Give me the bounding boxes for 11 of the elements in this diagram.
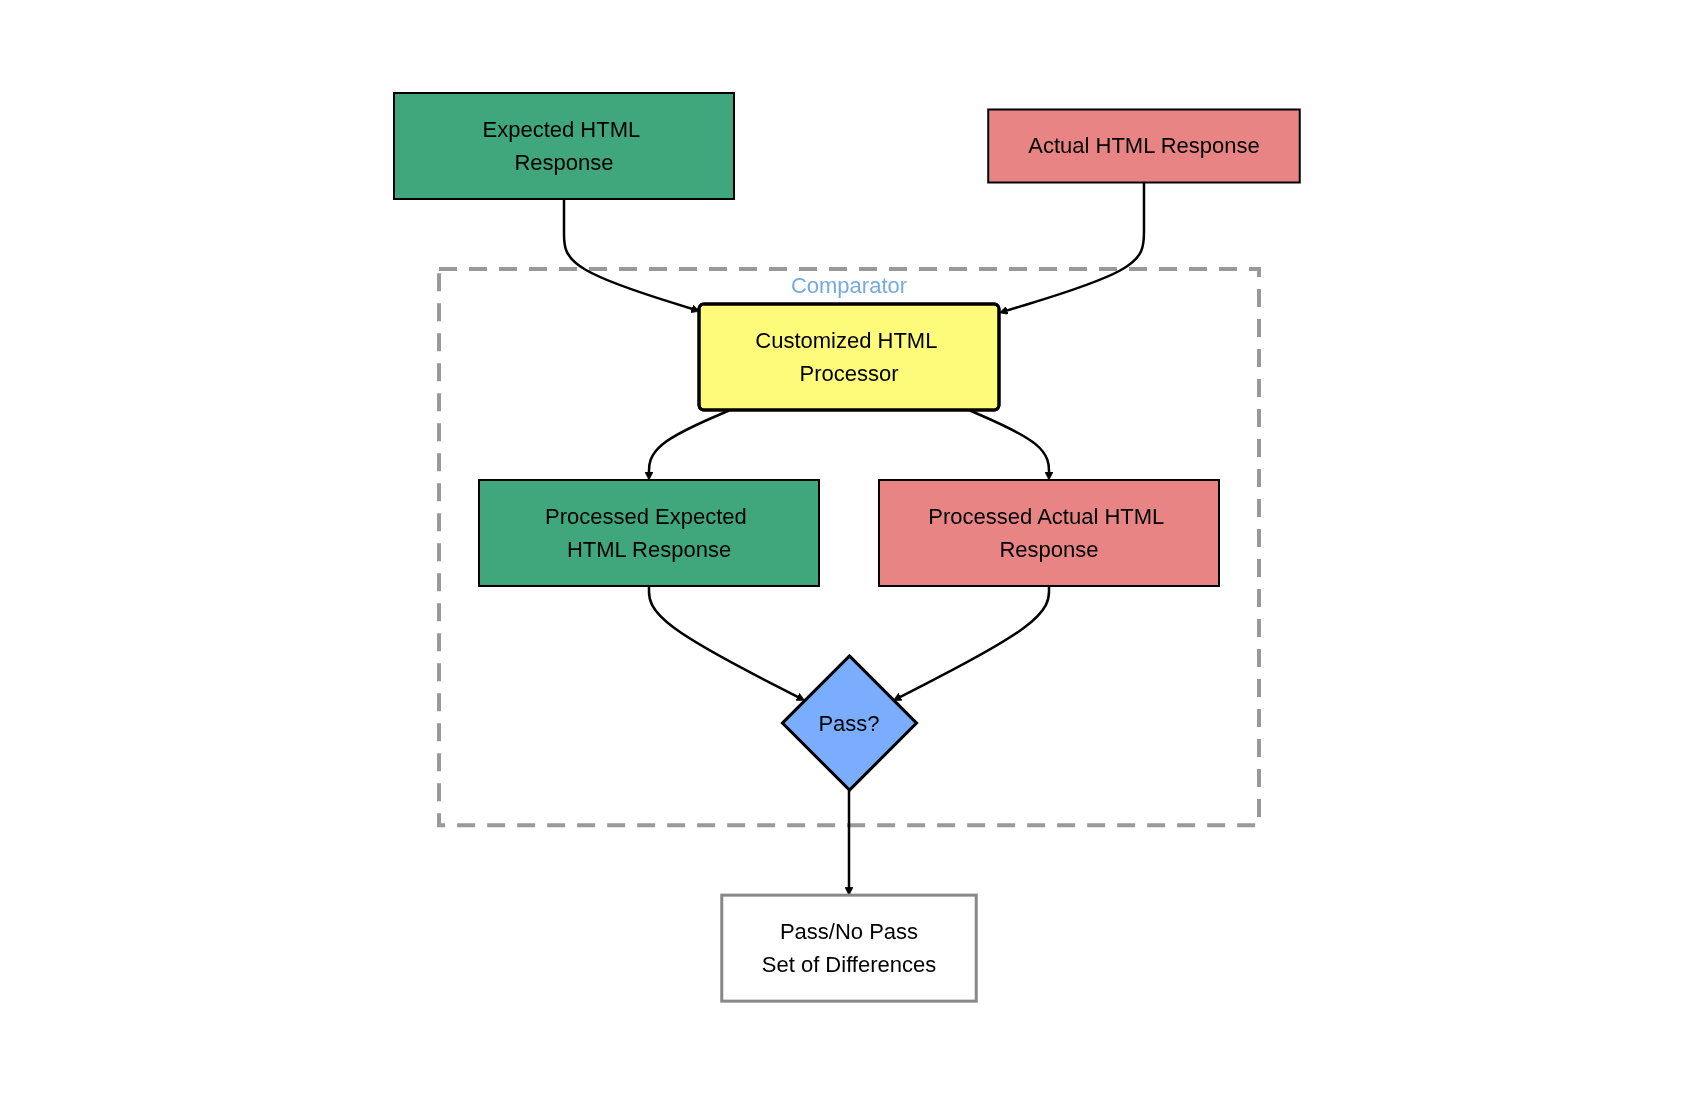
node-box: Actual HTML Response [987, 108, 1301, 184]
node-box: Expected HTML Response [393, 92, 736, 201]
node-box: Pass/No Pass Set of Differences [720, 894, 978, 1004]
arrow [647, 586, 806, 702]
node-box: Processed Expected HTML Response [478, 479, 821, 588]
node-diamond: Pass? [780, 654, 919, 793]
arrow [893, 586, 1051, 702]
node-box: Processed Actual HTML Response [878, 479, 1221, 588]
arrow [999, 182, 1146, 316]
arrow [562, 199, 700, 314]
arrow [844, 790, 854, 896]
